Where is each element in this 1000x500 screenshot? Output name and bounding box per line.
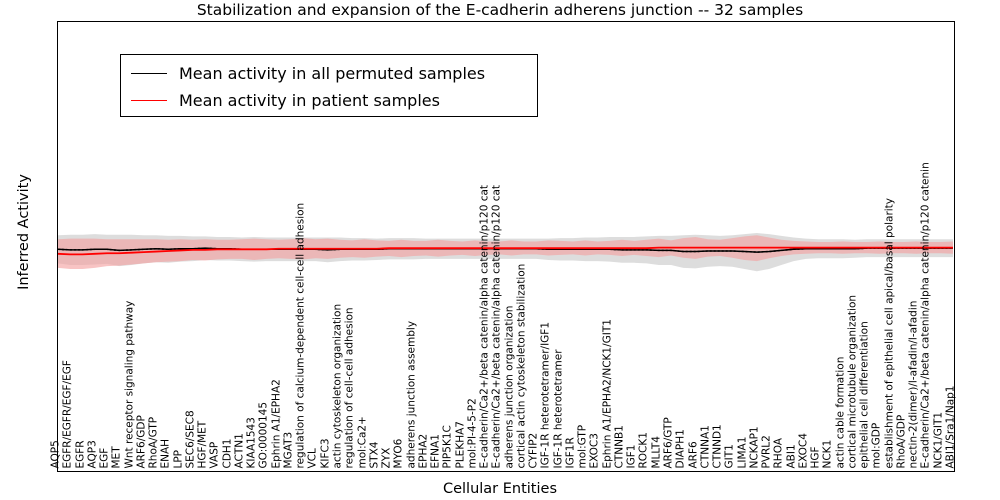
y-axis-label: Inferred Activity <box>16 174 32 290</box>
confidence-band <box>58 235 953 269</box>
y-tick-mark <box>57 134 58 135</box>
legend-label-permuted: Mean activity in all permuted samples <box>179 64 486 83</box>
series-line <box>58 246 953 256</box>
x-tick-mark <box>573 21 574 22</box>
legend-label-patient: Mean activity in patient samples <box>179 91 440 110</box>
y-tick-mark <box>57 359 58 360</box>
y-tick-mark <box>954 471 955 472</box>
x-tick-mark <box>867 471 868 472</box>
x-tick-mark <box>499 471 500 472</box>
x-tick-mark <box>646 471 647 472</box>
legend-line-swatch-permuted <box>131 73 167 74</box>
x-tick-mark <box>279 21 280 22</box>
x-tick-mark <box>720 21 721 22</box>
legend-item-permuted: Mean activity in all permuted samples <box>121 60 537 87</box>
x-tick-mark <box>352 21 353 22</box>
x-tick-mark <box>573 471 574 472</box>
legend-item-patient: Mean activity in patient samples <box>121 87 537 114</box>
y-tick-mark <box>57 22 58 23</box>
page-title: Stabilization and expansion of the E-cad… <box>196 1 804 19</box>
x-tick-mark <box>205 471 206 472</box>
x-tick-mark <box>58 471 59 472</box>
x-tick-mark <box>646 21 647 22</box>
x-tick-mark <box>941 21 942 22</box>
y-tick-mark <box>954 415 955 416</box>
series-line <box>58 247 953 253</box>
y-tick-mark <box>57 471 58 472</box>
plot-area: Mean activity in all permuted samples Me… <box>57 21 955 472</box>
y-tick-mark <box>954 134 955 135</box>
y-tick-mark <box>954 303 955 304</box>
y-tick-mark <box>954 359 955 360</box>
y-tick-mark <box>57 190 58 191</box>
legend-line-swatch-patient <box>131 100 167 101</box>
y-tick-mark <box>954 22 955 23</box>
x-tick-mark <box>794 21 795 22</box>
y-tick-mark <box>57 415 58 416</box>
x-tick-mark <box>132 21 133 22</box>
x-tick-mark <box>426 21 427 22</box>
x-tick-mark <box>132 471 133 472</box>
x-tick-mark <box>205 21 206 22</box>
x-tick-mark <box>720 471 721 472</box>
y-tick-mark <box>954 190 955 191</box>
x-tick-mark <box>867 21 868 22</box>
x-axis-label: Cellular Entities <box>442 481 558 497</box>
x-tick-mark <box>794 471 795 472</box>
x-tick-mark <box>499 21 500 22</box>
x-tick-mark <box>279 471 280 472</box>
y-tick-mark <box>954 78 955 79</box>
y-tick-mark <box>57 247 58 248</box>
legend: Mean activity in all permuted samples Me… <box>120 54 538 117</box>
y-tick-mark <box>57 303 58 304</box>
x-tick-mark <box>426 471 427 472</box>
y-tick-mark <box>954 247 955 248</box>
x-tick-mark <box>58 21 59 22</box>
x-tick-mark <box>352 471 353 472</box>
x-tick-mark <box>941 471 942 472</box>
plot-svg <box>58 233 953 272</box>
y-tick-mark <box>57 78 58 79</box>
